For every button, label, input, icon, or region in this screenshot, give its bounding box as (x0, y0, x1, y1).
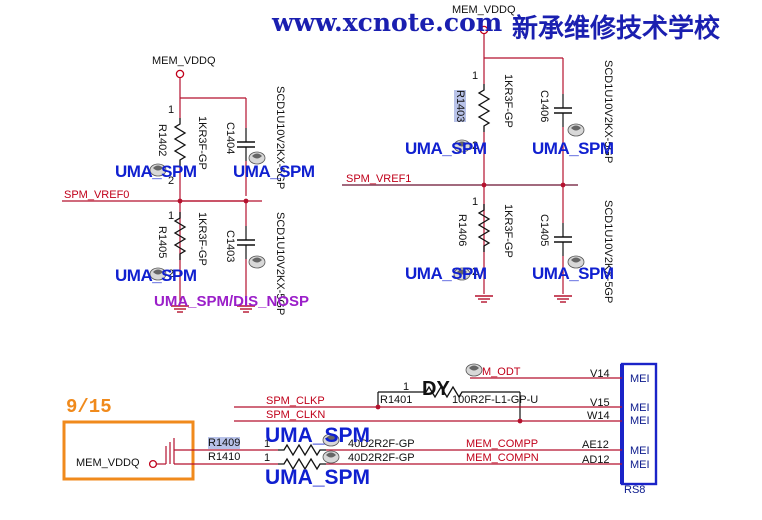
right-c1405-ref: C1405 (538, 214, 550, 247)
r1401-pin: 1 (403, 381, 410, 393)
bottom-marker-2 (322, 450, 340, 464)
right-c1405-value: SCD1U10V2KX-5GP (602, 200, 614, 304)
left-r1402-pin2: 2 (168, 175, 175, 187)
pin-w14: W14 (587, 410, 610, 422)
left-c1403-capacitor (236, 225, 256, 260)
ic-pin-label-1: MEI (630, 373, 650, 385)
header-url[interactable]: www.xcnote.com (272, 8, 503, 37)
left-r1405-pin1: 1 (168, 210, 175, 222)
left-r1402-value: 1KR3F-GP (196, 116, 208, 170)
right-r1406-pin2: 2 (472, 266, 479, 278)
right-marker-2 (567, 123, 585, 137)
r1409-ref: R1409 (208, 437, 241, 449)
bottom-circuit (62, 362, 658, 486)
r1410-ref: R1410 (208, 451, 241, 463)
bottom-power-label: MEM_VDDQ (76, 457, 140, 469)
pin-ad12: AD12 (582, 454, 610, 466)
bottom-power-port (148, 459, 158, 469)
right-power-label: MEM_VDDQ (452, 4, 516, 16)
ic-name: RS8 (624, 484, 646, 496)
r1401-value: 100R2F-L1-GP-U (452, 394, 539, 406)
pin-v14: V14 (590, 368, 610, 380)
left-circuit (62, 69, 266, 313)
right-r1403-pin1: 1 (472, 70, 479, 82)
bottom-uma-label-2: UMA_SPM (265, 466, 371, 489)
ic-pin-label-2: MEI (630, 402, 650, 414)
net-spm-clkn: SPM_CLKN (266, 409, 326, 421)
r1409-pin: 1 (264, 438, 271, 450)
left-uma-label-1: UMA_SPM (115, 162, 197, 181)
right-net-label: SPM_VREF1 (346, 173, 412, 185)
right-uma-label-3: UMA_SPM (405, 264, 487, 283)
right-c1406-capacitor (553, 93, 573, 128)
right-c1406-ref: C1406 (538, 90, 550, 123)
right-r1403-ref: R1403 (454, 90, 466, 123)
left-power-port (175, 69, 185, 79)
r1410-pin: 1 (264, 452, 271, 464)
right-ground-2 (553, 295, 573, 303)
right-r1403-pin2: 2 (472, 140, 479, 152)
r1409-value: 40D2R2F-GP (348, 438, 415, 450)
right-ground-1 (474, 295, 494, 303)
right-r1406-value: 1KR3F-GP (502, 204, 514, 258)
ic-pin-label-5: MEI (630, 459, 650, 471)
bottom-uma-label-1: UMA_SPM (265, 424, 371, 447)
r1401-ref: R1401 (380, 394, 413, 406)
ic-pin-label-4: MEI (630, 445, 650, 457)
right-circuit (342, 25, 585, 303)
right-uma-label-1: UMA_SPM (405, 139, 487, 158)
left-uma-label-2: UMA_SPM (233, 162, 315, 181)
left-marker-4 (248, 255, 266, 269)
pin-ae12: AE12 (582, 439, 609, 451)
right-r1406-pin1: 1 (472, 196, 479, 208)
left-net-label: SPM_VREF0 (64, 189, 130, 201)
ic-pin-label-3: MEI (630, 415, 650, 427)
r1410-value: 40D2R2F-GP (348, 452, 415, 464)
left-c1403-ref: C1403 (224, 230, 236, 263)
annotation-date: 9/15 (66, 396, 112, 418)
left-r1405-value: 1KR3F-GP (196, 212, 208, 266)
right-r1403-resistor (478, 83, 490, 133)
header-title: 新承维修技术学校 (512, 14, 721, 44)
left-dis-nosp-label: UMA_SPM/DIS_NOSP (154, 293, 310, 310)
net-mem-compn: MEM_COMPN (466, 452, 539, 464)
net-mem-compp: MEM_COMPP (466, 438, 539, 450)
left-c1404-ref: C1404 (224, 122, 236, 155)
left-r1405-pin2: 2 (168, 268, 175, 280)
dy-label: DY (422, 378, 450, 400)
odt-marker (465, 363, 483, 377)
pin-v15: V15 (590, 397, 610, 409)
net-m-odt: M_ODT (482, 366, 521, 378)
left-uma-label-3: UMA_SPM (115, 266, 197, 285)
left-r1405-ref: R1405 (156, 226, 168, 259)
right-uma-label-2: UMA_SPM (532, 139, 614, 158)
left-power-label: MEM_VDDQ (152, 55, 216, 67)
right-uma-label-4: UMA_SPM (532, 264, 614, 283)
left-r1402-ref: R1402 (156, 124, 168, 157)
left-r1402-pin1: 1 (168, 104, 175, 116)
right-r1406-ref: R1406 (456, 214, 468, 247)
right-r1403-value: 1KR3F-GP (502, 74, 514, 128)
right-c1405-capacitor (553, 222, 573, 257)
left-r1402-resistor (174, 117, 186, 167)
net-spm-clkp: SPM_CLKP (266, 395, 325, 407)
